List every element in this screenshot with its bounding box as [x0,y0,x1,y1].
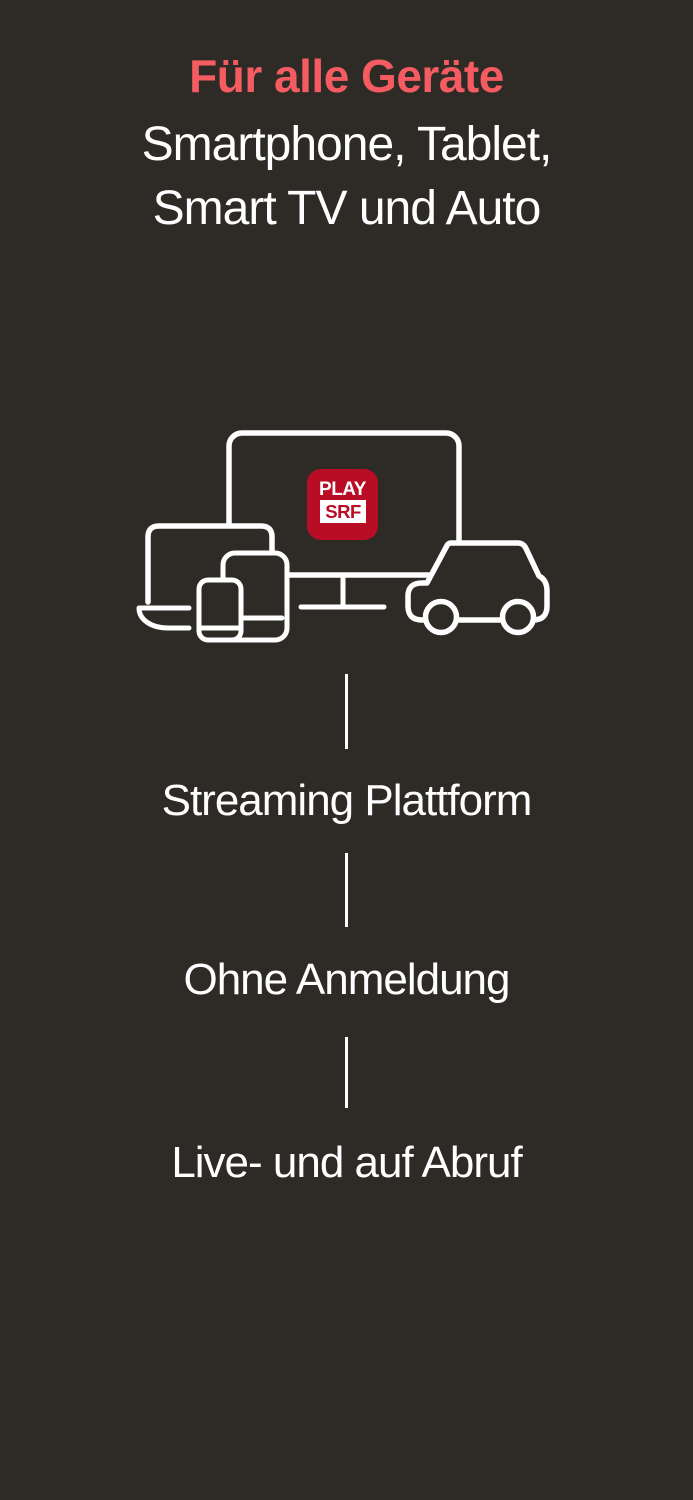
page-title: Für alle Geräte [189,50,504,102]
feature-no-registration: Ohne Anmeldung [183,955,510,1004]
logo-srf-label: SRF [325,501,361,522]
devices-illustration: PLAY SRF [136,430,550,643]
connector-line-1 [345,674,348,749]
logo-play-label: PLAY [319,479,367,500]
page-subtitle: Smartphone, Tablet, Smart TV und Auto [0,113,693,241]
feature-live-on-demand: Live- und auf Abruf [171,1138,522,1187]
feature-streaming-platform: Streaming Plattform [161,776,533,825]
play-srf-logo: PLAY SRF [307,469,378,540]
car-wheel-right [499,598,537,636]
car-wheel-left [422,598,460,636]
logo-srf-box [320,500,366,523]
smartphone-icon [196,577,244,643]
subtitle-line-2: Smart TV und Auto [152,182,542,235]
connector-line-2 [345,853,348,927]
connector-line-3 [345,1037,348,1108]
car-icon [405,540,550,636]
subtitle-line-1: Smartphone, Tablet, [141,118,553,171]
